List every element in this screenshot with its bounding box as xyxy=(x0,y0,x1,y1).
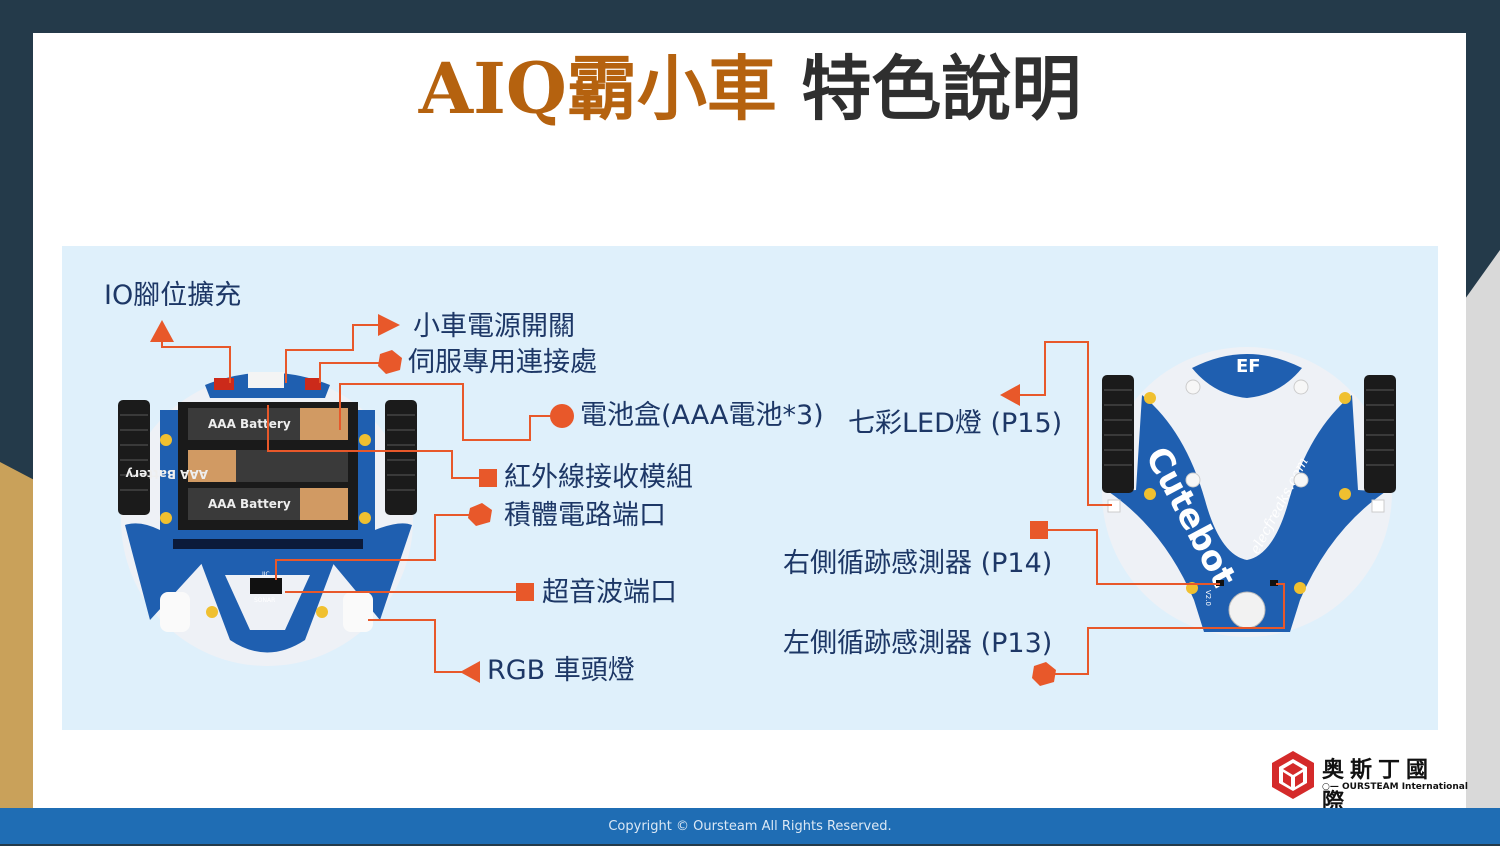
pentagon-marker-icon xyxy=(468,503,492,526)
right-wheel xyxy=(385,400,417,515)
pentagon-marker-icon xyxy=(378,350,402,374)
battery-label: AAA Battery xyxy=(125,467,208,481)
arrow-right-icon xyxy=(378,314,400,336)
callout-markers xyxy=(150,314,1056,686)
right-robot: EF Cutebot elecfreaks.com V2.0 xyxy=(1102,347,1396,637)
circle-marker-icon xyxy=(550,404,574,428)
label-power-switch: 小車電源開關 xyxy=(413,311,575,342)
label-right-tracking: 右側循跡感測器 (P14) xyxy=(783,548,1053,579)
left-wheel xyxy=(1102,375,1134,493)
pentagon-marker-icon xyxy=(1032,662,1056,686)
rainbow-led-right xyxy=(1371,499,1385,513)
label-io-expansion: IO腳位擴充 xyxy=(104,280,242,311)
decor-gray-band xyxy=(1460,250,1500,810)
label-left-tracking: 左側循跡感測器 (P13) xyxy=(783,628,1053,659)
label-rgb-headlights: RGB 車頭燈 xyxy=(487,655,635,686)
power-switch xyxy=(248,372,284,388)
arrow-left-icon xyxy=(1000,384,1020,406)
right-wheel xyxy=(1364,375,1396,493)
logo-english-name: ○— OURSTEAM International xyxy=(1322,782,1468,792)
caster-ball xyxy=(1228,591,1266,629)
version-text: V2.0 xyxy=(1204,590,1212,606)
arrow-up-icon xyxy=(150,320,174,342)
title-rest: 特色說明 xyxy=(776,48,1082,130)
callout-lines xyxy=(161,324,1285,675)
label-servo-connector: 伺服專用連接處 xyxy=(408,347,597,378)
iic-sonar-header xyxy=(250,578,282,594)
cube-logo-icon xyxy=(1272,751,1314,799)
square-marker-icon xyxy=(516,583,534,601)
label-iic-port: 積體電路端口 xyxy=(504,500,666,531)
battery-label: AAA Battery xyxy=(208,497,291,511)
arrow-left-icon xyxy=(460,661,480,683)
rgb-headlight-left xyxy=(160,592,190,632)
battery-label: AAA Battery xyxy=(208,417,291,431)
label-ir-receiver: 紅外線接收模組 xyxy=(504,462,693,493)
iic-text: IIC xyxy=(262,571,270,578)
title-brand: AIQ霸小車 xyxy=(418,47,777,130)
label-battery-box: 電池盒(AAA電池*3) xyxy=(580,400,824,431)
left-tracking-sensor xyxy=(1270,580,1278,586)
label-ultrasonic-port: 超音波端口 xyxy=(542,577,677,608)
square-marker-icon xyxy=(479,469,497,487)
square-marker-icon xyxy=(1030,521,1048,539)
sonar-text: SONAR xyxy=(254,597,275,604)
left-wheel xyxy=(118,400,150,515)
page-title: AIQ霸小車 特色說明 xyxy=(0,44,1500,134)
footer-copyright: Copyright © Oursteam All Rights Reserved… xyxy=(0,808,1500,844)
logo-chinese-name: 奥斯丁國際 xyxy=(1322,758,1435,815)
company-logo: 奥斯丁國際 ○— OURSTEAM International xyxy=(1268,748,1468,815)
rgb-headlight-right xyxy=(343,592,373,632)
label-rainbow-led: 七彩LED燈 (P15) xyxy=(848,408,1063,439)
ef-logo: EF xyxy=(1236,356,1261,377)
